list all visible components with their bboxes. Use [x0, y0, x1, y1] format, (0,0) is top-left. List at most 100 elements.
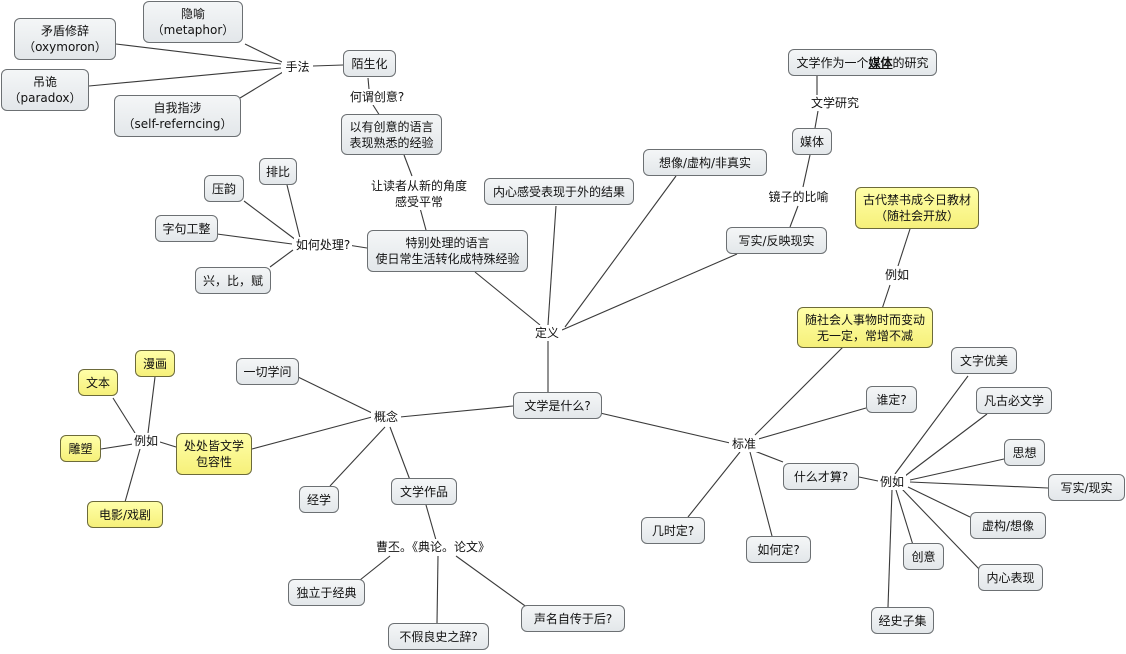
changes-line-1: 随社会人事物时而变动 [804, 312, 925, 327]
everywhere-line-1: 处处皆文学 [183, 439, 244, 453]
when-node[interactable]: 几时定? [641, 517, 705, 544]
all-learning-node[interactable]: 一切学问 [236, 358, 299, 385]
how-node[interactable]: 如何定? [746, 536, 811, 563]
classics-study-node[interactable]: 经学 [299, 486, 339, 513]
paradox-node[interactable]: 吊诡 （paradox） [1, 69, 89, 111]
sculpture-node[interactable]: 雕塑 [60, 435, 101, 462]
film-drama-node[interactable]: 电影/戏剧 [87, 501, 163, 528]
ancient-node[interactable]: 凡古必文学 [976, 387, 1052, 414]
xing-bi-fu-node[interactable]: 兴，比，赋 [195, 267, 271, 294]
parallelism-node[interactable]: 排比 [259, 158, 297, 185]
sculpture-label: 雕塑 [68, 441, 93, 456]
paradox-line-1: 吊诡 [32, 75, 57, 89]
definition-hub[interactable]: 定义 [532, 325, 562, 341]
changes-node[interactable]: 随社会人事物时而变动 无一定，常增不减 [797, 307, 933, 348]
everywhere-node[interactable]: 处处皆文学 包容性 [176, 433, 252, 475]
imagination-label: 想像/虚构/非真实 [658, 155, 752, 170]
oxymoron-node[interactable]: 矛盾修辞 （oxymoron） [14, 18, 116, 60]
classics-study-label: 经学 [306, 492, 331, 507]
self-ref-node[interactable]: 自我指涉 （self-referncing） [114, 95, 241, 137]
parallelism-label: 排比 [265, 164, 290, 179]
standard-hub[interactable]: 标准 [729, 436, 759, 452]
no-historian-label: 不假良史之辞? [399, 629, 478, 644]
literary-works-node[interactable]: 文学作品 [391, 478, 457, 505]
beauty-label: 文字优美 [959, 353, 1008, 368]
media-study-node[interactable]: 文学作为一个媒体的研究 [788, 49, 937, 76]
new-angle-line-1: 让读者从新的角度 [370, 179, 467, 193]
metaphor-node[interactable]: 隐喻 （metaphor） [143, 1, 243, 43]
root-label: 文学是什么? [524, 398, 591, 413]
independent-label: 独立于经典 [296, 585, 357, 600]
self-ref-line-1: 自我指涉 [153, 101, 202, 115]
wording-node[interactable]: 字句工整 [155, 215, 218, 242]
independent-node[interactable]: 独立于经典 [288, 579, 365, 606]
banned-books-line-2: （随社会开放） [874, 209, 959, 223]
paradox-line-2: （paradox） [8, 91, 82, 105]
inner-feelings-label: 内心感受表现于外的结果 [492, 184, 625, 199]
defamiliarization-node[interactable]: 陌生化 [343, 50, 396, 77]
techniques-label[interactable]: 手法 [282, 59, 313, 75]
oxymoron-line-1: 矛盾修辞 [40, 24, 89, 38]
beauty-node[interactable]: 文字优美 [951, 347, 1017, 374]
inner-label: 内心表现 [986, 570, 1035, 585]
creative-node[interactable]: 创意 [903, 543, 944, 570]
banned-books-node[interactable]: 古代禁书成今日教材 （随社会开放） [855, 187, 979, 229]
rhyme-label: 压韵 [211, 181, 236, 196]
imagination-node[interactable]: 想像/虚构/非真实 [643, 149, 767, 176]
fiction-node[interactable]: 虚构/想像 [970, 512, 1046, 539]
oxymoron-line-2: （oxymoron） [23, 40, 107, 54]
self-ref-line-2: （self-referncing） [122, 117, 233, 131]
medium-label: 媒体 [799, 134, 824, 149]
inner-node[interactable]: 内心表现 [978, 564, 1043, 591]
fame-node[interactable]: 声名自传于后? [521, 605, 625, 632]
who-label: 谁定? [876, 392, 907, 407]
realistic-node[interactable]: 写实/现实 [1048, 474, 1125, 501]
new-angle-line-2: 感受平常 [394, 195, 443, 209]
classics-node[interactable]: 经史子集 [871, 607, 934, 634]
special-language-line-1: 特别处理的语言 [405, 236, 490, 250]
creative-language-line-1: 以有创意的语言 [349, 119, 434, 134]
how-process-label[interactable]: 如何处理? [294, 237, 352, 253]
lit-study-label[interactable]: 文学研究 [808, 95, 862, 111]
standard-example-label[interactable]: 例如 [878, 474, 906, 490]
wording-label: 字句工整 [162, 221, 211, 236]
defamiliarization-label: 陌生化 [351, 56, 388, 71]
special-language-line-2: 使日常生活转化成特殊经验 [375, 252, 520, 266]
changes-line-2: 无一定，常增不减 [816, 328, 913, 343]
root-node[interactable]: 文学是什么? [513, 392, 602, 419]
classics-label: 经史子集 [878, 613, 927, 628]
what-counts-label: 什么才算? [793, 469, 849, 484]
concept-hub[interactable]: 概念 [371, 409, 401, 425]
inner-feelings-node[interactable]: 内心感受表现于外的结果 [484, 178, 634, 205]
media-study-label: 文学作为一个媒体的研究 [796, 55, 928, 71]
when-label: 几时定? [651, 523, 695, 538]
who-node[interactable]: 谁定? [866, 386, 917, 413]
all-learning-label: 一切学问 [243, 364, 292, 379]
mirror-label[interactable]: 镜子的比喻 [765, 189, 832, 205]
comic-node[interactable]: 漫画 [135, 350, 175, 377]
caopi-label[interactable]: 曹丕。《典论。论文》 [372, 539, 494, 555]
media-study-before: 文学作为一个 [796, 55, 869, 70]
rhyme-node[interactable]: 压韵 [204, 175, 244, 202]
everywhere-line-2: 包容性 [195, 455, 232, 469]
thought-node[interactable]: 思想 [1004, 439, 1045, 466]
changes-example-label[interactable]: 例如 [883, 267, 911, 283]
new-angle-label[interactable]: 让读者从新的角度 感受平常 [366, 178, 472, 210]
realistic-label: 写实/现实 [1060, 480, 1113, 495]
creative-language-node[interactable]: 以有创意的语言 表现熟悉的经验 [341, 114, 442, 155]
banned-books-line-1: 古代禁书成今日教材 [862, 193, 971, 207]
medium-node[interactable]: 媒体 [792, 128, 832, 155]
realism-node[interactable]: 写实/反映现实 [726, 227, 827, 254]
text-node[interactable]: 文本 [78, 369, 118, 396]
xing-bi-fu-label: 兴，比，赋 [202, 273, 263, 288]
creative-label: 创意 [911, 549, 936, 564]
special-language-node[interactable]: 特别处理的语言 使日常生活转化成特殊经验 [367, 230, 528, 272]
no-historian-node[interactable]: 不假良史之辞? [388, 623, 489, 650]
metaphor-line-2: （metaphor） [151, 23, 235, 37]
film-drama-label: 电影/戏剧 [98, 507, 152, 522]
what-creative-label[interactable]: 何谓创意? [346, 89, 408, 105]
what-counts-node[interactable]: 什么才算? [783, 463, 859, 490]
concept-example-label[interactable]: 例如 [132, 433, 160, 449]
